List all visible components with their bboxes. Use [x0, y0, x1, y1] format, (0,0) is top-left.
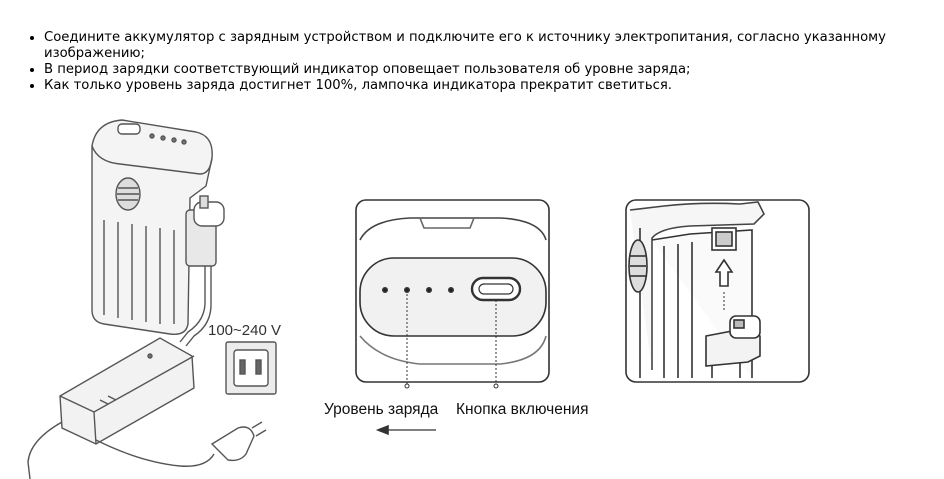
instruction-list: Соедините аккумулятор с зарядным устройс… — [24, 30, 944, 94]
battery-charger-drawing — [27, 119, 277, 479]
voltage-label: 100~240 V — [208, 322, 281, 339]
charging-illustration: 100~240 V Уровень заряда Кнопка включени… — [4, 114, 832, 479]
charge-level-label: Уровень заряда — [324, 401, 439, 418]
instruction-item: Соедините аккумулятор с зарядным устройс… — [44, 30, 944, 62]
indicator-closeup-drawing — [355, 199, 550, 436]
connector-insertion-drawing — [625, 199, 810, 383]
instruction-item: В период зарядки соответствующий индикат… — [44, 62, 944, 78]
instruction-item: Как только уровень заряда достигнет 100%… — [44, 78, 944, 94]
power-button-label: Кнопка включения — [456, 401, 588, 418]
